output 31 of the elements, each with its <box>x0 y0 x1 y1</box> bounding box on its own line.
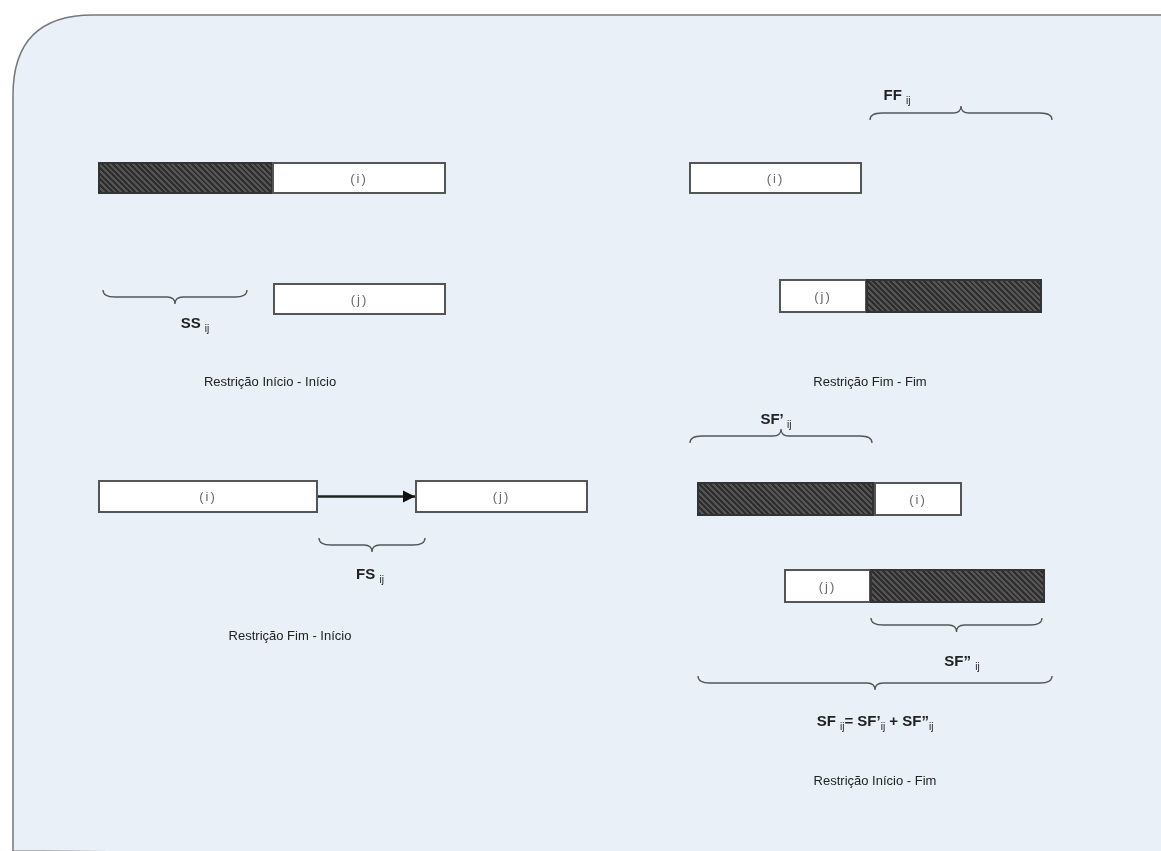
caption: Restrição Início - Fim <box>813 773 937 788</box>
caption: Restrição Fim - Fim <box>813 374 927 389</box>
formula: SF $_{ij}$= SF’$_{ij}$ + SF”$_{ij}$ <box>816 712 934 732</box>
lag-label: SF’ $_{ij}$ <box>760 410 792 430</box>
activity-box <box>874 482 962 516</box>
activity-label: (j) <box>814 288 832 304</box>
lag-label: SS $_{ij}$ <box>180 314 210 334</box>
caption: Restrição Fim - Início <box>228 628 352 643</box>
hatched-bar <box>697 482 874 516</box>
activity-box <box>689 162 862 194</box>
arrow <box>318 490 415 503</box>
activity-label: (j) <box>818 578 837 594</box>
activity-box <box>273 283 446 315</box>
activity-label: (i) <box>350 170 368 186</box>
activity-label: (i) <box>909 491 927 507</box>
activity-box <box>779 279 867 313</box>
hatched-bar <box>866 279 1042 313</box>
activity-label: (i) <box>766 170 785 186</box>
activity-box <box>272 162 446 194</box>
caption: Restrição Início - Início <box>203 374 337 389</box>
hatched-bar <box>870 569 1045 603</box>
activity-label: (j) <box>350 291 369 307</box>
lag-label: FS $_{ij}$ <box>356 565 384 585</box>
activity-label: (j) <box>492 489 511 504</box>
lag-label: SF” $_{ij}$ <box>944 652 980 672</box>
activity-box <box>415 480 588 513</box>
hatched-bar <box>98 162 273 194</box>
activity-label: (i) <box>199 489 217 504</box>
activity-box <box>784 569 871 603</box>
activity-box <box>98 480 318 513</box>
lag-label: FF $_{ij}$ <box>883 86 911 106</box>
